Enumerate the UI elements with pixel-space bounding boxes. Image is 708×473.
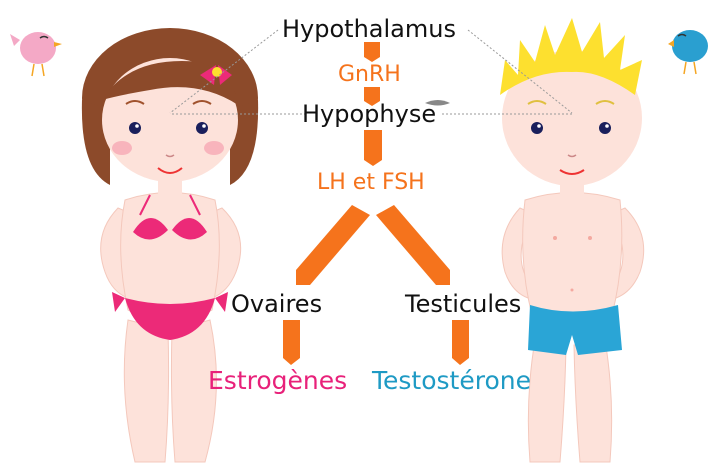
arrow-ovaires-estrogenes <box>283 320 300 365</box>
label-estrogenes: Estrogènes <box>208 368 347 393</box>
label-ovaires: Ovaires <box>231 292 322 316</box>
arrow-testicules-testosterone <box>452 320 469 365</box>
pink-bird-icon <box>10 32 62 76</box>
arrow-lh-testicules <box>376 205 450 285</box>
boy-figure <box>500 18 644 462</box>
girl-figure <box>82 28 258 462</box>
arrow-lh-ovaires <box>296 205 370 285</box>
arrow-hypothalamus-gnrh <box>364 42 380 62</box>
blue-bird-icon <box>668 30 708 74</box>
label-testicules: Testicules <box>405 292 521 316</box>
label-testosterone: Testostérone <box>372 368 531 393</box>
label-hypophyse: Hypophyse <box>302 102 436 126</box>
arrow-hypophyse-lh <box>364 130 382 166</box>
label-lh-fsh: LH et FSH <box>317 172 425 194</box>
label-hypothalamus: Hypothalamus <box>282 17 456 41</box>
label-gnrh: GnRH <box>338 64 401 86</box>
